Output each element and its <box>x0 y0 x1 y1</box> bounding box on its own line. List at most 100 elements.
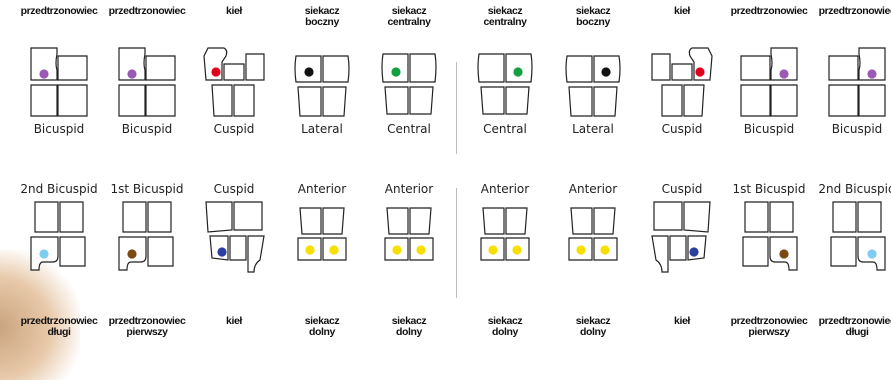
bracket-outline <box>323 87 346 116</box>
bracket-outline <box>652 54 670 80</box>
english-label: 1st Bicuspid <box>723 182 815 196</box>
english-label: 1st Bicuspid <box>101 182 193 196</box>
bracket-outline <box>833 202 856 232</box>
color-code-dot <box>576 245 585 254</box>
bracket-outline <box>246 54 264 80</box>
color-code-dot <box>329 245 338 254</box>
bracket-outline <box>300 208 321 234</box>
english-label: Central <box>459 122 551 136</box>
polish-label: siekacz dolny <box>280 316 364 338</box>
polish-label: kieł <box>640 6 724 17</box>
polish-label: siekacz dolny <box>551 316 635 338</box>
tooth-diagram <box>202 200 266 274</box>
bracket-outline <box>672 64 692 80</box>
bracket-outline <box>569 87 592 116</box>
bracket-outline <box>58 85 87 116</box>
bracket-outline <box>771 85 797 116</box>
bracket-outline <box>410 54 436 82</box>
color-code-dot <box>689 247 698 256</box>
bracket-outline <box>123 202 146 232</box>
bracket-outline <box>212 85 232 116</box>
tooth-diagram <box>115 200 179 274</box>
bracket-outline <box>483 208 504 234</box>
bracket-outline <box>741 56 770 80</box>
bracket-outline <box>652 236 668 272</box>
english-label: Cuspid <box>188 122 280 136</box>
bracket-outline <box>662 85 682 116</box>
tooth-diagram <box>473 200 537 274</box>
color-code-dot <box>513 67 522 76</box>
color-code-dot <box>127 69 136 78</box>
polish-label: przedtrzonowiec długi <box>17 316 101 338</box>
tooth-diagram <box>561 46 625 120</box>
english-label: Lateral <box>276 122 368 136</box>
bracket-outline <box>594 208 615 234</box>
bracket-outline <box>234 85 254 116</box>
bracket-outline <box>230 236 246 260</box>
bracket-outline <box>146 85 175 116</box>
bracket-outline <box>571 208 592 234</box>
bracket-outline <box>478 54 504 82</box>
bracket-outline <box>859 85 885 116</box>
tooth-diagram <box>202 46 266 120</box>
english-label: Bicuspid <box>13 122 105 136</box>
color-code-dot <box>127 249 136 258</box>
tooth-diagram <box>27 200 91 274</box>
color-code-dot <box>305 245 314 254</box>
polish-label: siekacz dolny <box>463 316 547 338</box>
bracket-chart: { "upper": [ {"pl": "przedtrzonowiec", "… <box>0 0 891 342</box>
bracket-outline <box>60 202 83 232</box>
color-code-dot <box>600 245 609 254</box>
polish-label: siekacz centralny <box>367 6 451 28</box>
color-code-dot <box>695 67 704 76</box>
tooth-diagram <box>650 200 714 274</box>
bracket-outline <box>770 202 793 232</box>
english-label: Bicuspid <box>811 122 891 136</box>
bracket-outline <box>210 236 228 260</box>
bracket-outline <box>248 236 264 272</box>
tooth-diagram <box>290 200 354 274</box>
bracket-outline <box>323 56 349 82</box>
tooth-diagram <box>737 46 801 120</box>
color-code-dot <box>217 247 226 256</box>
color-code-dot <box>512 245 521 254</box>
bracket-outline <box>831 237 856 266</box>
bracket-outline <box>684 202 710 232</box>
tooth-diagram <box>27 46 91 120</box>
polish-label: przedtrzonowiec <box>105 6 189 17</box>
color-code-dot <box>867 69 876 78</box>
color-code-dot <box>39 69 48 78</box>
tooth-diagram <box>825 200 889 274</box>
tooth-diagram <box>561 200 625 274</box>
english-label: Cuspid <box>636 182 728 196</box>
bracket-outline <box>148 237 173 266</box>
polish-label: siekacz centralny <box>463 6 547 28</box>
color-code-dot <box>39 249 48 258</box>
polish-label: siekacz boczny <box>280 6 364 28</box>
english-label: Bicuspid <box>723 122 815 136</box>
tooth-diagram <box>377 46 441 120</box>
bracket-outline <box>119 85 145 116</box>
color-code-dot <box>391 67 400 76</box>
bracket-outline <box>481 87 504 114</box>
english-label: Cuspid <box>636 122 728 136</box>
bracket-outline <box>298 87 321 116</box>
bracket-outline <box>506 87 529 114</box>
english-label: Anterior <box>276 182 368 196</box>
tooth-diagram <box>290 46 354 120</box>
english-label: Anterior <box>363 182 455 196</box>
color-code-dot <box>211 67 220 76</box>
polish-label: przedtrzonowiec <box>17 6 101 17</box>
tooth-diagram <box>825 46 889 120</box>
midline-divider-upper <box>456 62 457 154</box>
bracket-outline <box>688 236 706 260</box>
color-code-dot <box>779 69 788 78</box>
bracket-outline <box>58 56 87 80</box>
bracket-outline <box>858 202 881 232</box>
color-code-dot <box>304 67 313 76</box>
bracket-outline <box>566 56 592 82</box>
color-code-dot <box>488 245 497 254</box>
english-label: 2nd Bicuspid <box>13 182 105 196</box>
tooth-diagram <box>115 46 179 120</box>
color-code-dot <box>392 245 401 254</box>
